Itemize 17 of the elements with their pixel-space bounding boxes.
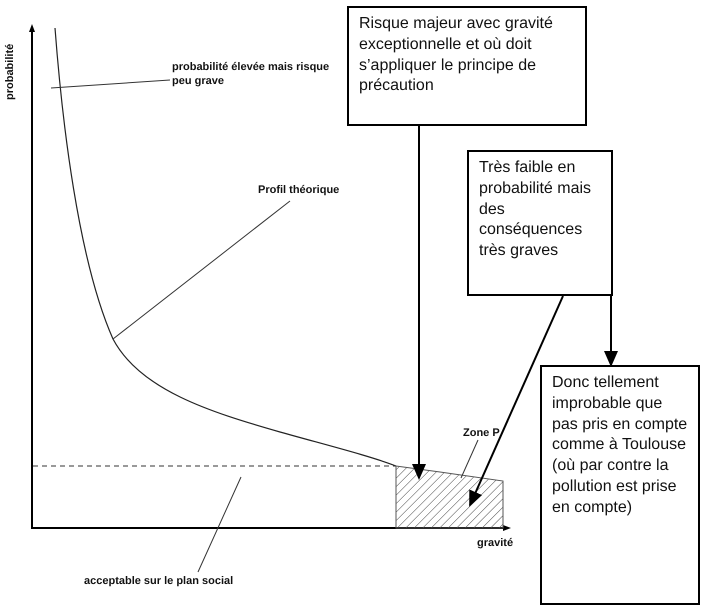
callout-box: Donc tellement improbable que pas pris en compte comme à Toulouse (où par contre la pollution est prise en compte) <box>540 365 700 605</box>
axis-label: gravité <box>477 537 514 549</box>
leader-line <box>198 476 242 572</box>
leader-line <box>50 80 170 88</box>
arrow <box>604 296 618 367</box>
leader-line <box>460 440 478 478</box>
annotation-text: Profil théorique <box>258 183 378 198</box>
annotation-text: probabilité élevée mais risque peu grave <box>172 60 342 89</box>
arrow <box>412 126 426 480</box>
callout-box: Risque majeur avec gravité exceptionnelle et où doit s’appliquer le principe de précaution <box>347 6 587 126</box>
annotation-text: Zone P <box>463 426 523 440</box>
axis-label: probabilité <box>4 44 16 100</box>
annotation-text: acceptable sur le plan social <box>84 574 284 588</box>
hatched-zone <box>396 465 504 528</box>
callout-box: Très faible en probabilité mais des conséquences très graves <box>467 150 613 296</box>
leader-line <box>112 200 290 340</box>
arrow <box>469 296 564 507</box>
